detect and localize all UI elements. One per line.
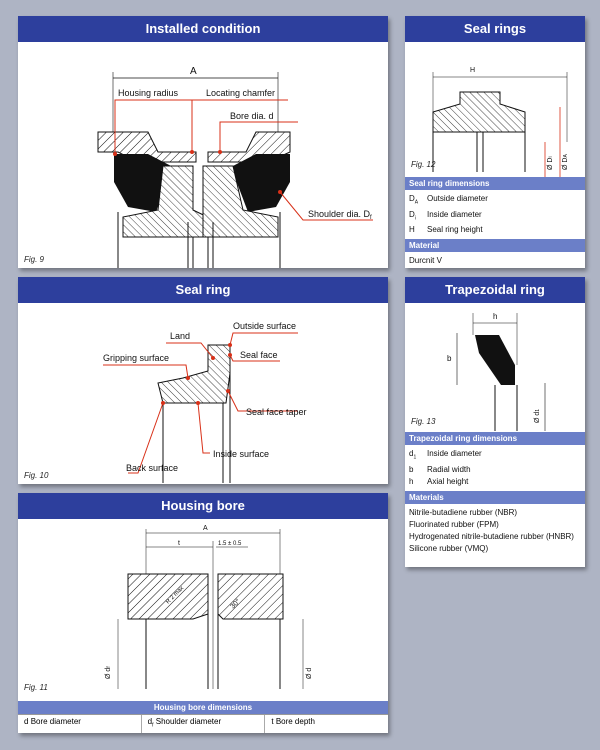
seal-rings-panel: Seal rings H Ø Di Ø DA Fig. 12 Seal ring… <box>405 16 585 268</box>
bore-dia-label: Bore dia. d <box>230 111 274 121</box>
seal-di-sub: i <box>548 156 554 157</box>
trap-h-label: h <box>493 312 497 321</box>
hb-d-label: Ø d <box>306 668 313 679</box>
trap-dims-header: Trapezoidal ring dimensions <box>405 432 585 445</box>
fig-9-caption: Fig. 9 <box>24 255 45 264</box>
trap-b-label: b <box>447 354 452 363</box>
installed-condition-panel: Installed condition A Housing radius <box>18 16 388 268</box>
fig-11-caption: Fig. 11 <box>24 683 48 692</box>
trap-d1-sub: 1 <box>535 409 541 412</box>
seal-da-sub: A <box>563 154 569 158</box>
housing-bore-panel: Housing bore A t 1.5 ± 0.5 R 2 max 30° Ø… <box>18 493 388 733</box>
seal-da-label: Ø D <box>562 158 569 170</box>
seal-di-label: Ø D <box>547 158 554 170</box>
shoulder-dia-sub: f <box>370 215 372 221</box>
trap-materials-list: Nitrile-butadiene rubber (NBR) Fluorinat… <box>405 504 585 555</box>
gripping-surface-label: Gripping surface <box>103 353 169 363</box>
svg-text:Ø d1: Ø d1 <box>534 409 541 423</box>
seal-h-label: H <box>470 67 475 74</box>
trapezoidal-diagram: h b Ø d1 <box>447 312 546 431</box>
seal-face-label: Seal face <box>240 350 278 360</box>
land-label: Land <box>170 331 190 341</box>
hb-tol-label: 1.5 ± 0.5 <box>218 541 242 547</box>
trapezoidal-ring-title: Trapezoidal ring <box>405 277 585 303</box>
svg-text:Ø Di: Ø Di <box>547 156 554 170</box>
svg-text:Ø df: Ø df <box>105 666 112 679</box>
material-item: Silicone rubber (VMQ) <box>409 543 489 553</box>
installed-condition-title: Installed condition <box>18 16 388 42</box>
material-item: Durcnit V <box>409 256 442 266</box>
locating-chamfer-label: Locating chamfer <box>206 88 275 98</box>
hb-df-label: Ø d <box>105 668 112 679</box>
hb-a-label: A <box>203 525 208 532</box>
table-cell: df Shoulder diameter <box>142 715 266 733</box>
trap-d1-label: Ø d <box>534 412 541 423</box>
seal-ring-material-header: Material <box>405 239 585 253</box>
seal-ring-diagram: Land Outside surface Gripping surface Se… <box>103 321 307 483</box>
installed-condition-diagram: A Housing radius Locating chamfer Bore d… <box>97 66 373 268</box>
housing-radius-label: Housing radius <box>118 88 179 98</box>
seal-ring-panel: Seal ring Land Outside surface Gripping … <box>18 277 388 484</box>
svg-text:Ø DA: Ø DA <box>562 154 569 170</box>
back-surface-label: Back surface <box>126 463 178 473</box>
housing-bore-title: Housing bore <box>18 493 388 519</box>
housing-bore-table-header: Housing bore dimensions <box>18 701 388 715</box>
table-cell: t Bore depth <box>271 717 315 727</box>
trap-materials-header: Materials <box>405 490 585 504</box>
material-item: Hydrogenated nitrile-butadiene rubber (H… <box>409 531 574 541</box>
material-item: Fluorinated rubber (FPM) <box>409 519 499 529</box>
seal-ring-dims-header: Seal ring dimensions <box>405 177 585 190</box>
table-cell: d Bore diameter <box>18 715 142 733</box>
outside-surface-label: Outside surface <box>233 321 296 331</box>
seal-ring-title: Seal ring <box>18 277 388 303</box>
dim-a-label: A <box>190 66 197 77</box>
seal-face-taper-label: Seal face taper <box>246 407 307 417</box>
housing-bore-table: Housing bore dimensions d Bore diameter … <box>18 701 388 733</box>
seal-rings-title: Seal rings <box>405 16 585 42</box>
housing-bore-diagram: A t 1.5 ± 0.5 R 2 max 30° Ø df Ø d <box>105 525 313 689</box>
shoulder-dia-label: Shoulder dia. D <box>308 209 371 219</box>
hb-df-sub: f <box>106 666 112 668</box>
material-item: Nitrile-butadiene rubber (NBR) <box>409 507 518 517</box>
trapezoidal-ring-panel: Trapezoidal ring h b Ø d1 Fig. 13 Trapez… <box>405 277 585 567</box>
fig-13-caption: Fig. 13 <box>411 417 436 426</box>
svg-text:Shoulder dia. Df: Shoulder dia. Df <box>308 209 372 221</box>
fig-12-caption: Fig. 12 <box>411 160 436 169</box>
inside-surface-label: Inside surface <box>213 449 269 459</box>
seal-rings-diagram: H Ø Di Ø DA <box>432 67 569 177</box>
hb-t-label: t <box>178 540 180 547</box>
fig-10-caption: Fig. 10 <box>24 471 49 480</box>
